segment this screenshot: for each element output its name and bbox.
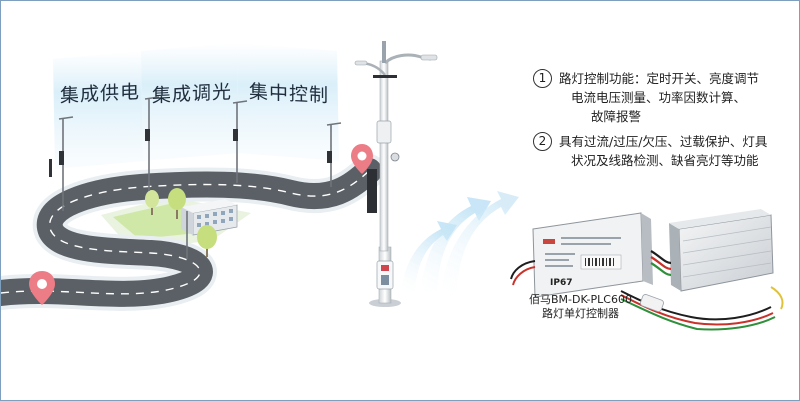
banner-integrated-power: 集成供电 xyxy=(59,80,140,108)
banner-glow-panels xyxy=(53,43,339,169)
location-pin-icon xyxy=(29,271,55,305)
location-pin-icon xyxy=(351,144,373,174)
feature-text: 故障报警 xyxy=(591,109,642,124)
device-caption: 佰马BM-DK-PLC600 路灯单灯控制器 xyxy=(529,293,632,321)
lamp-boxes xyxy=(49,129,332,177)
banner-centralized-control: 集中控制 xyxy=(248,80,329,108)
number-badge: 1 xyxy=(533,69,552,88)
banner-integrated-dimming: 集成调光 xyxy=(151,80,232,108)
feature-item: 2 具有过流/过压/欠压、过载保护、灯具 状况及线路检测、缺省亮灯等功能 xyxy=(533,132,793,170)
feature-text: 状况及线路检测、缺省亮灯等功能 xyxy=(571,153,759,168)
device-model: 佰马BM-DK-PLC600 xyxy=(529,293,632,306)
feature-text: 电流电压测量、功率因数计算、 xyxy=(571,90,747,105)
device-name: 路灯单灯控制器 xyxy=(541,307,619,320)
feature-text: 路灯控制功能：定时开关、亮度调节 xyxy=(559,71,760,86)
feature-item: 1 路灯控制功能：定时开关、亮度调节 电流电压测量、功率因数计算、 故障报警 xyxy=(533,69,793,126)
winding-road xyxy=(1,154,386,311)
feature-list: 1 路灯控制功能：定时开关、亮度调节 电流电压测量、功率因数计算、 故障报警 2… xyxy=(533,69,793,176)
number-badge: 2 xyxy=(533,132,552,151)
ip-rating-label: IP67 xyxy=(550,278,573,288)
trees xyxy=(145,188,217,257)
feature-text: 具有过流/过压/欠压、过载保护、灯具 xyxy=(559,134,768,149)
smart-light-pole xyxy=(354,41,438,307)
controller-device xyxy=(510,209,784,331)
signal-arrows xyxy=(401,191,519,291)
